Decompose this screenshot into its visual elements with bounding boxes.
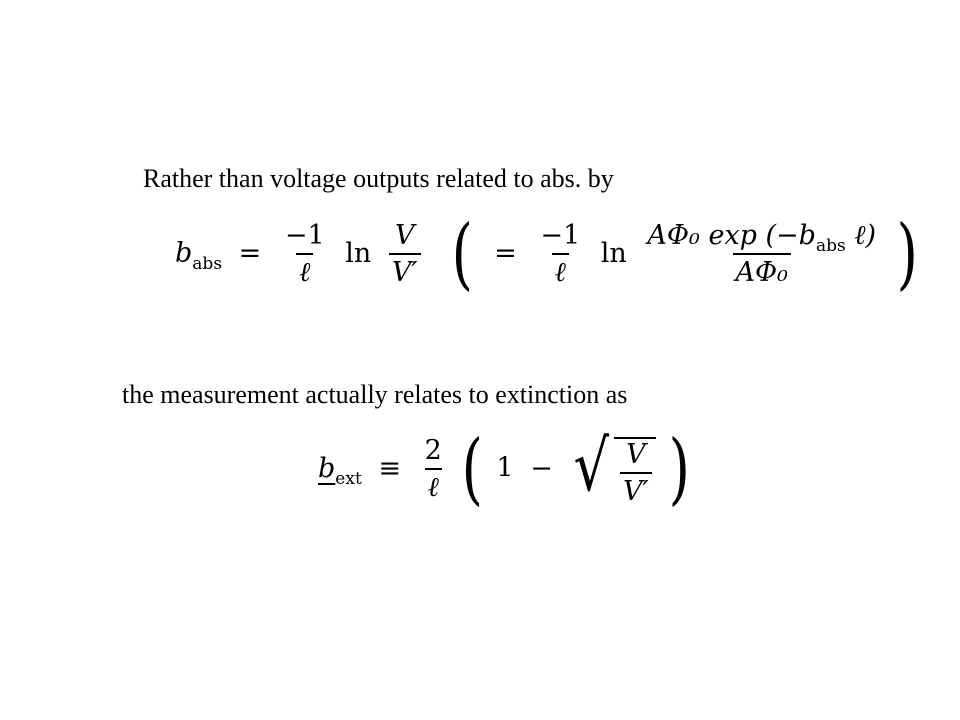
b-ext-sub: ext (335, 468, 362, 489)
equals-sign-2: = (494, 237, 517, 269)
b-ext-term: bext (318, 452, 362, 489)
sqrt-sign: √ (573, 425, 610, 507)
fraction-aphi-exp: AΦ₀ exp (−babs ℓ) AΦ₀ (644, 220, 879, 288)
frac-num: −1 (540, 220, 581, 251)
open-paren: ( (461, 424, 484, 514)
fraction-v-over-vprime: V V′ (388, 220, 421, 288)
ln-function-2: ln (600, 237, 627, 269)
fraction-minus-one-over-ell-2: −1 ℓ (537, 220, 583, 288)
frac-den: ℓ (551, 253, 569, 288)
frac-den: V′ (388, 253, 421, 288)
frac-num: V (394, 220, 415, 251)
num-tail: ℓ) (845, 220, 877, 251)
frac-den: V′ (620, 472, 652, 507)
frac-den: ℓ (296, 253, 314, 288)
frac-num: −1 (284, 220, 325, 251)
b-abs-sub: abs (192, 253, 223, 274)
num-main: AΦ₀ exp (−b (647, 220, 816, 251)
minus-sign: − (530, 452, 553, 484)
frac-den: ℓ (424, 468, 442, 503)
one: 1 (496, 452, 514, 484)
close-paren: ) (668, 424, 691, 514)
equiv-sign: ≡ (378, 452, 401, 484)
b-abs-var: b (175, 237, 193, 269)
sqrt-body: V V′ (614, 437, 656, 507)
frac-num: 2 (424, 435, 442, 466)
extinction-equation: bext ≡ 2 ℓ ( 1 − √ V V′ ) (318, 430, 695, 508)
open-paren: ( (451, 209, 473, 299)
frac-den: AΦ₀ (732, 253, 791, 288)
frac-num: AΦ₀ exp (−babs ℓ) (644, 220, 879, 256)
close-paren: ) (896, 209, 918, 299)
ln-function: ln (345, 237, 372, 269)
fraction-minus-one-over-ell: −1 ℓ (282, 220, 328, 288)
square-root: √ V V′ (569, 425, 656, 507)
fraction-two-over-ell: 2 ℓ (422, 435, 445, 503)
fraction-v-over-vprime: V V′ (620, 439, 652, 507)
absorption-equation: babs = −1 ℓ ln V V′ ( = −1 ℓ ln AΦ₀ exp … (175, 215, 922, 293)
b-ext-var: b (318, 452, 336, 484)
equals-sign: = (238, 237, 262, 269)
middle-text: the measurement actually relates to exti… (122, 380, 628, 409)
num-sub: abs (815, 236, 846, 256)
intro-text: Rather than voltage outputs related to a… (143, 164, 614, 193)
frac-num: V (626, 439, 646, 470)
